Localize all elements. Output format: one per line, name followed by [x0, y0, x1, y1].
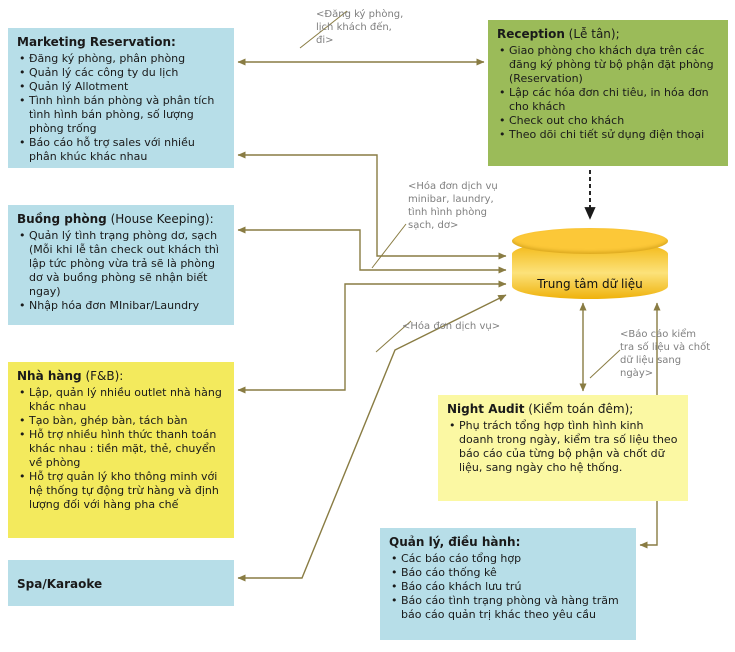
housekeeping-box: Buồng phòng (House Keeping): Quản lý tìn…	[8, 205, 234, 325]
leader-housekeeping-label	[371, 223, 407, 269]
flow-label-audit: <Báo cáo kiểm tra số liệu và chốt dữ liệ…	[620, 329, 711, 379]
datastore-cylinder-top	[512, 228, 668, 254]
list-item: Các báo cáo tổng hợp	[389, 552, 627, 566]
list-item: Báo cáo tình trạng phòng và hàng trăm bá…	[389, 594, 627, 622]
night-audit-box: Night Audit (Kiểm toán đêm); Phụ trách t…	[438, 395, 688, 501]
reception-title: Reception (Lễ tân);	[497, 27, 620, 41]
marketing-reservation-title: Marketing Reservation:	[17, 35, 176, 49]
reception-box: Reception (Lễ tân); Giao phòng cho khách…	[488, 20, 728, 166]
housekeeping-title: Buồng phòng (House Keeping):	[17, 212, 214, 226]
night-audit-list: Phụ trách tổng hợp tình hình kinh doanh …	[447, 419, 679, 475]
datastore-label: Trung tâm dữ liệu	[537, 277, 643, 291]
housekeeping-list: Quản lý tình trạng phòng dơ, sạch (Mỗi k…	[17, 229, 225, 313]
list-item: Hỗ trợ nhiều hình thức thanh toán khác n…	[17, 428, 225, 470]
leader-booking-label	[299, 10, 348, 49]
fnb-list: Lập, quản lý nhiều outlet nhà hàng khác …	[17, 386, 225, 512]
connector-management-datastore	[639, 302, 661, 549]
flow-label-booking: <Đăng ký phòng, lịch khách đến, đi>	[316, 9, 404, 46]
list-item: Theo dõi chi tiết sử dụng điện thoại	[497, 128, 719, 142]
list-item: Phụ trách tổng hợp tình hình kinh doanh …	[447, 419, 679, 475]
list-item: Tạo bàn, ghép bàn, tách bàn	[17, 414, 225, 428]
fnb-title: Nhà hàng (F&B):	[17, 369, 124, 383]
spa-karaoke-title: Spa/Karaoke	[17, 576, 103, 591]
connector-fnb-datastore	[237, 280, 507, 394]
fnb-box: Nhà hàng (F&B): Lập, quản lý nhiều outle…	[8, 362, 234, 538]
reception-list: Giao phòng cho khách dựa trên các đăng k…	[497, 44, 719, 142]
list-item: Hỗ trợ quản lý kho thông minh với hệ thố…	[17, 470, 225, 512]
list-item: Lập, quản lý nhiều outlet nhà hàng khác …	[17, 386, 225, 414]
list-item: Báo cáo hỗ trợ sales với nhiều phân khúc…	[17, 136, 225, 164]
list-item: Giao phòng cho khách dựa trên các đăng k…	[497, 44, 719, 86]
spa-karaoke-box: Spa/Karaoke	[8, 560, 234, 606]
list-item: Check out cho khách	[497, 114, 719, 128]
list-item: Quản lý các công ty du lịch	[17, 66, 225, 80]
list-item: Tình hình bán phòng và phân tích tình hì…	[17, 94, 225, 136]
management-box: Quản lý, điều hành: Các báo cáo tổng hợp…	[380, 528, 636, 640]
list-item: Báo cáo khách lưu trú	[389, 580, 627, 594]
connector-housekeeping-datastore	[237, 226, 507, 274]
leader-service-label	[375, 320, 412, 353]
management-list: Các báo cáo tổng hợp Báo cáo thống kê Bá…	[389, 552, 627, 622]
management-title: Quản lý, điều hành:	[389, 535, 521, 549]
list-item: Đăng ký phòng, phân phòng	[17, 52, 225, 66]
list-item: Quản lý Allotment	[17, 80, 225, 94]
flow-label-service: <Hóa đơn dịch vụ>	[402, 321, 501, 332]
list-item: Quản lý tình trạng phòng dơ, sạch (Mỗi k…	[17, 229, 225, 299]
night-audit-title: Night Audit (Kiểm toán đêm);	[447, 402, 634, 416]
list-item: Lập các hóa đơn chi tiêu, in hóa đơn cho…	[497, 86, 719, 114]
marketing-reservation-box: Marketing Reservation: Đăng ký phòng, ph…	[8, 28, 234, 168]
connector-spa-datastore	[237, 294, 507, 582]
list-item: Báo cáo thống kê	[389, 566, 627, 580]
datastore-cylinder: Trung tâm dữ liệu	[512, 228, 668, 300]
marketing-reservation-list: Đăng ký phòng, phân phòng Quản lý các cô…	[17, 52, 225, 164]
list-item: Nhập hóa đơn MInibar/Laundry	[17, 299, 225, 313]
leader-audit-label	[589, 349, 621, 379]
flow-label-housekeeping: <Hóa đơn dịch vụ minibar, laundry, tình …	[408, 181, 498, 231]
